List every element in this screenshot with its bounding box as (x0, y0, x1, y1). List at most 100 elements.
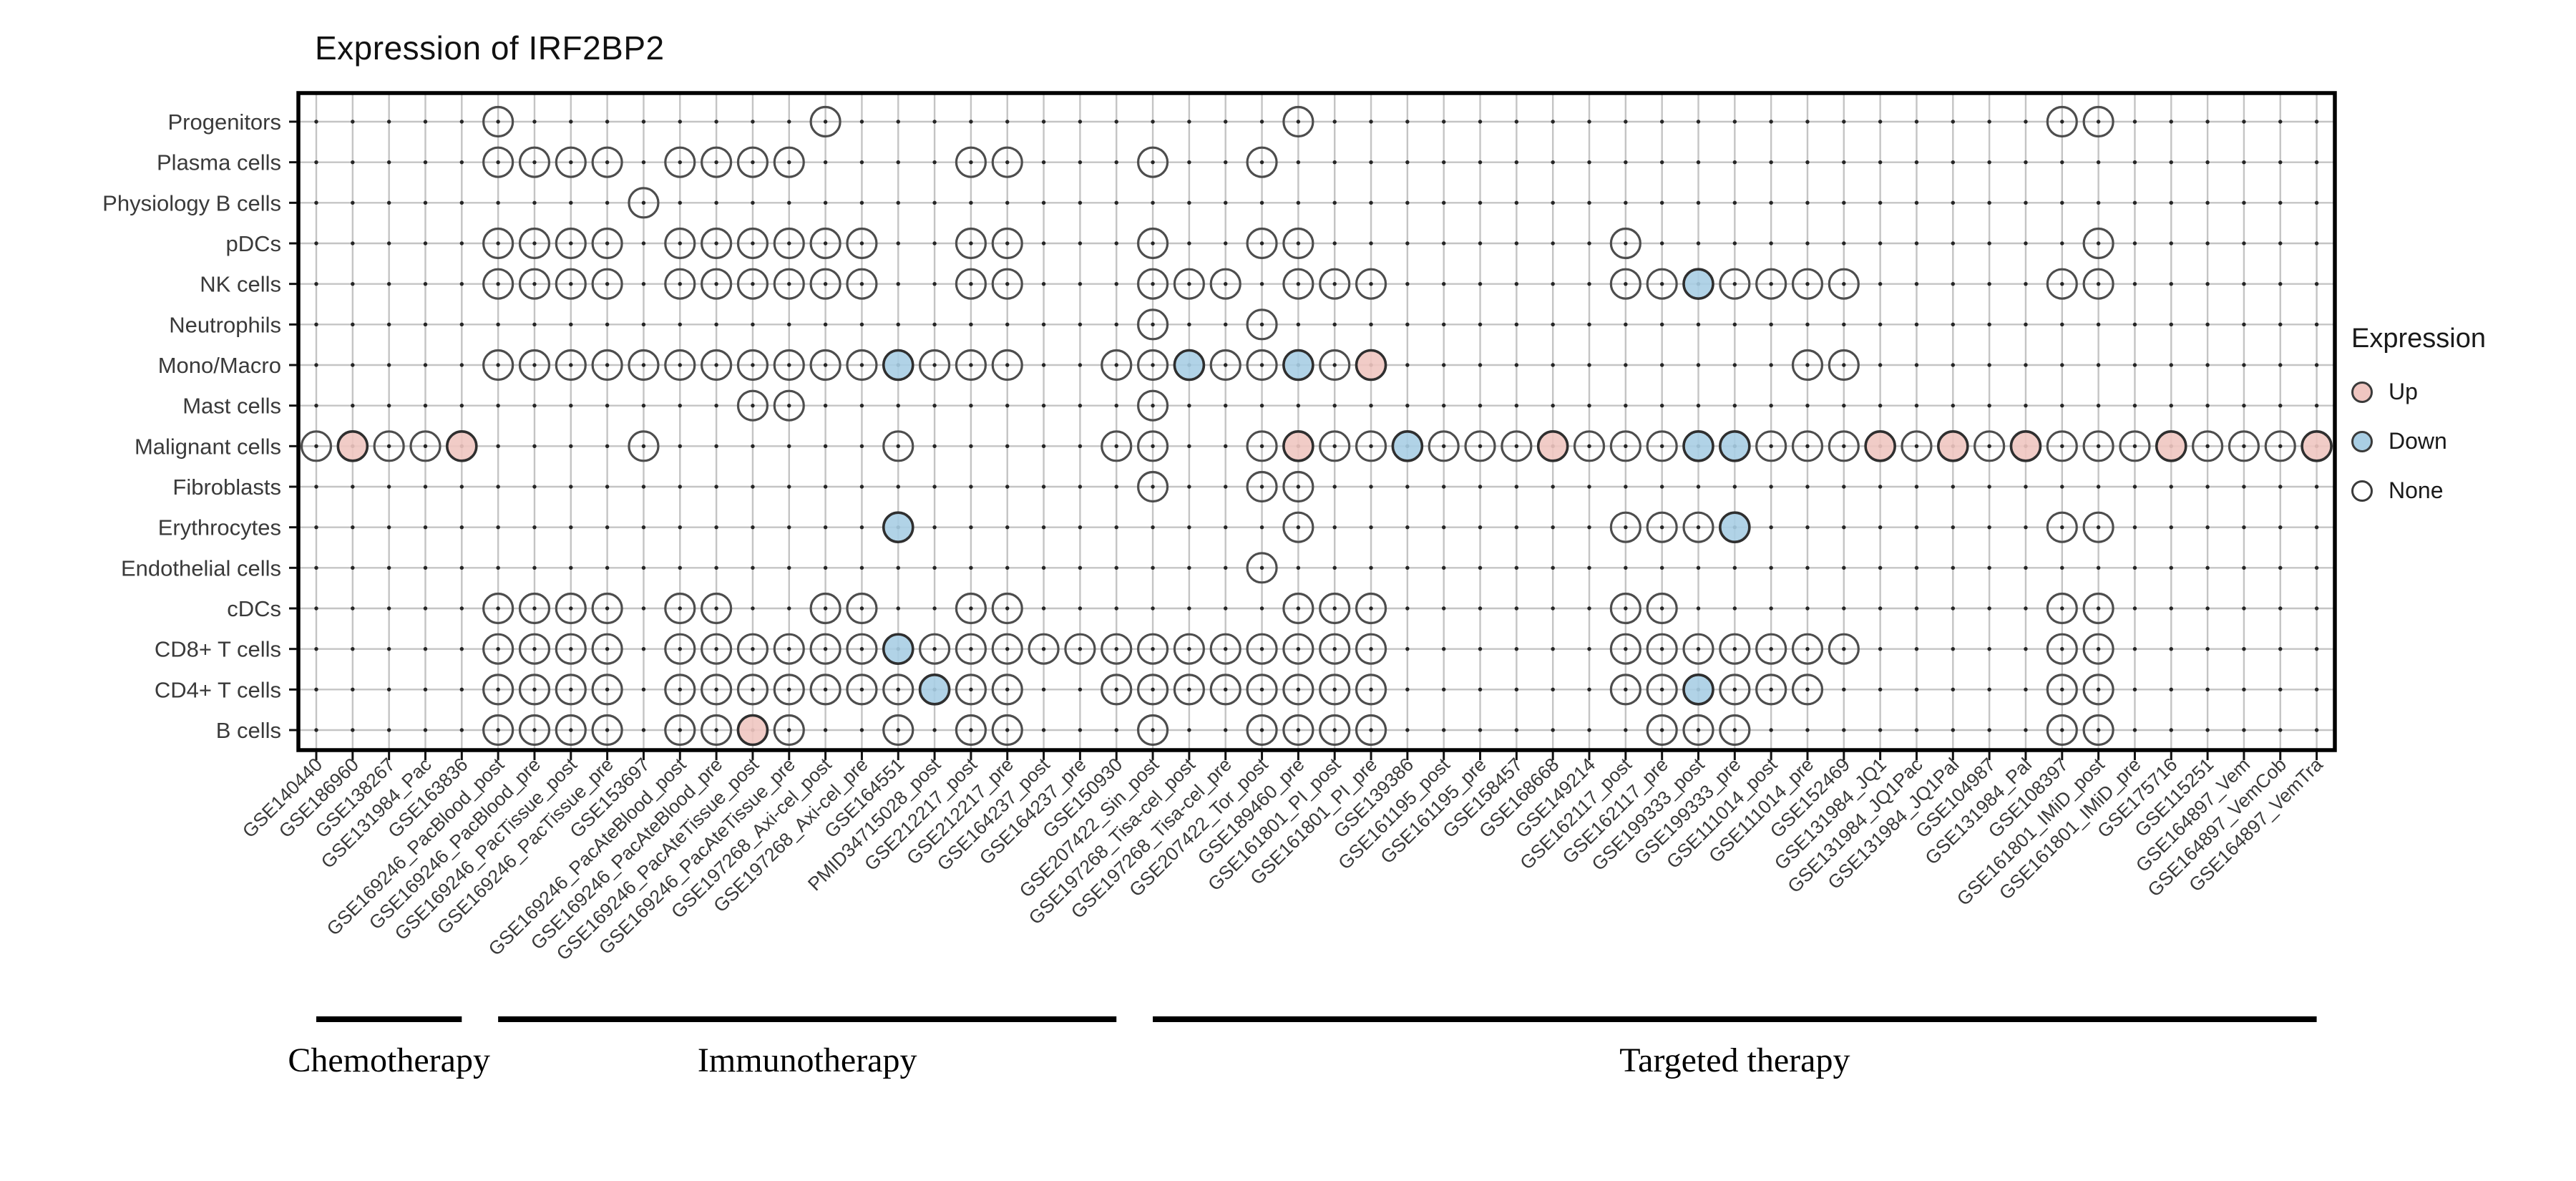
grid-dot (532, 160, 537, 165)
grid-dot (932, 646, 937, 651)
expression-dot (701, 674, 733, 706)
grid-dot (1296, 200, 1301, 205)
grid-dot (1842, 525, 1846, 530)
grid-dot (1514, 322, 1519, 327)
grid-dot (459, 525, 464, 530)
expression-dot (1755, 674, 1787, 706)
grid-dot (1914, 485, 1919, 489)
grid-dot (569, 485, 573, 489)
grid-dot (2205, 525, 2210, 530)
grid-dot (2205, 363, 2210, 367)
expression-dot (955, 592, 987, 625)
grid-dot (314, 646, 318, 651)
grid-dot (2314, 687, 2319, 692)
grid-dot (1441, 120, 1446, 124)
grid-dot (1259, 281, 1264, 286)
grid-dot (969, 363, 973, 367)
grid-dot (1514, 606, 1519, 611)
expression-dot (1101, 349, 1133, 381)
grid-dot (641, 525, 646, 530)
expression-dot (1319, 633, 1351, 665)
grid-dot (1805, 565, 1810, 570)
grid-dot (1551, 646, 1555, 651)
expression-dot (1282, 430, 1314, 462)
grid-dot (1587, 728, 1591, 732)
expression-dot (701, 349, 733, 381)
grid-dot (787, 281, 791, 286)
expression-dot (1864, 430, 1896, 462)
grid-dot (1224, 728, 1228, 732)
grid-dot (496, 403, 500, 408)
grid-dot (386, 363, 391, 367)
grid-dot (1296, 565, 1301, 570)
grid-dot (1259, 403, 1264, 408)
grid-dot (641, 646, 646, 651)
grid-dot (1441, 200, 1446, 205)
grid-dot (1624, 241, 1628, 246)
expression-dot (991, 146, 1023, 178)
grid-dot (1151, 525, 1155, 530)
grid-dot (1005, 687, 1010, 692)
grid-dot (1659, 160, 1664, 165)
grid-dot (2242, 606, 2246, 611)
expression-dot (664, 268, 696, 300)
grid-dot (859, 525, 864, 530)
grid-dot (1805, 160, 1810, 165)
grid-dot (1696, 363, 1701, 367)
grid-dot (1296, 120, 1301, 124)
grid-dot (351, 241, 355, 246)
grid-dot (641, 565, 646, 570)
grid-dot (2242, 525, 2246, 530)
grid-dot (459, 646, 464, 651)
expression-dot (1355, 674, 1387, 706)
grid-dot (1951, 363, 1956, 367)
grid-dot (459, 160, 464, 165)
grid-dot (351, 200, 355, 205)
grid-dot (1769, 728, 1773, 732)
grid-dot (969, 485, 973, 489)
grid-dot (2242, 322, 2246, 327)
expression-dot (482, 227, 514, 260)
grid-dot (532, 525, 537, 530)
grid-dot (1842, 565, 1846, 570)
grid-dot (1005, 646, 1010, 651)
grid-dot (1805, 525, 1810, 530)
grid-dot (1769, 525, 1773, 530)
expression-dot (482, 105, 514, 138)
grid-dot (1624, 485, 1628, 489)
grid-dot (1551, 322, 1555, 327)
grid-dot (569, 606, 573, 611)
grid-dot (1259, 687, 1264, 692)
grid-dot (2205, 241, 2210, 246)
grid-dot (2096, 565, 2101, 570)
expression-dot (591, 268, 623, 300)
grid-dot (969, 160, 973, 165)
grid-dot (1878, 200, 1883, 205)
grid-dot (1405, 200, 1410, 205)
expression-dot (1246, 146, 1278, 178)
grid-dot (1224, 200, 1228, 205)
grid-dot (2024, 525, 2028, 530)
grid-dot (969, 525, 973, 530)
grid-dot (1842, 444, 1846, 449)
grid-dot (1551, 525, 1555, 530)
grid-dot (1914, 728, 1919, 732)
grid-dot (2132, 241, 2137, 246)
legend: Expression Up Down None (2351, 324, 2486, 527)
grid-dot (1842, 728, 1846, 732)
grid-dot (1951, 200, 1956, 205)
expression-dot (1646, 511, 1678, 543)
grid-dot (1332, 525, 1337, 530)
grid-dot (859, 728, 864, 732)
grid-dot (2242, 241, 2246, 246)
expression-dot (1609, 674, 1641, 706)
row-label: CD8+ T cells (155, 637, 281, 662)
grid-dot (351, 363, 355, 367)
legend-label-up: Up (2389, 379, 2418, 404)
grid-dot (1187, 241, 1191, 246)
grid-dot (1078, 606, 1083, 611)
expression-dot (1719, 714, 1751, 747)
expression-dot (1319, 349, 1351, 381)
grid-dot (859, 322, 864, 327)
expression-dot (1282, 470, 1314, 503)
